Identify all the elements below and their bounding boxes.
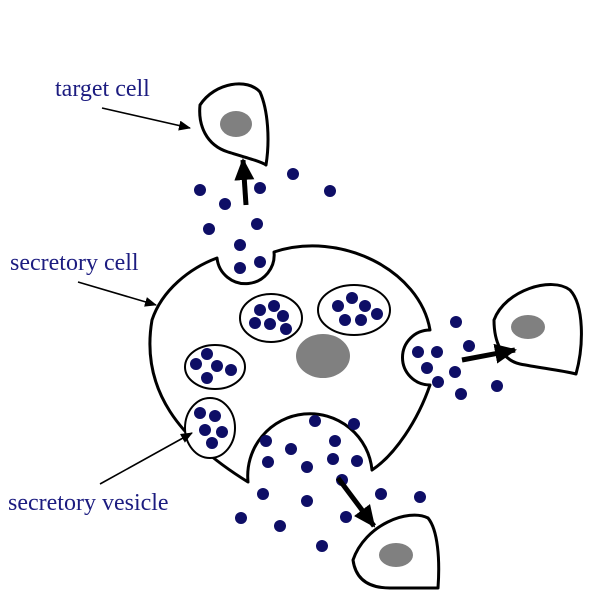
target-cell-right [494, 285, 581, 374]
pointer-secretory-vesicle [100, 433, 192, 484]
secretory-vesicle [185, 345, 245, 389]
label-secretory-vesicle: secretory vesicle [8, 490, 169, 516]
secretory-vesicle [185, 398, 235, 458]
pointer-secretory-cell [78, 282, 156, 305]
signal-arrow-top [243, 160, 246, 205]
secretory-vesicle [240, 294, 302, 342]
target-cell-top [200, 84, 268, 165]
target-cell-bottom [353, 515, 439, 588]
secretory-cell-nucleus [296, 334, 350, 378]
pointer-target-cell [102, 108, 190, 128]
label-secretory-cell: secretory cell [10, 250, 139, 276]
label-target-cell: target cell [55, 76, 150, 102]
secretory-vesicle [318, 285, 390, 335]
